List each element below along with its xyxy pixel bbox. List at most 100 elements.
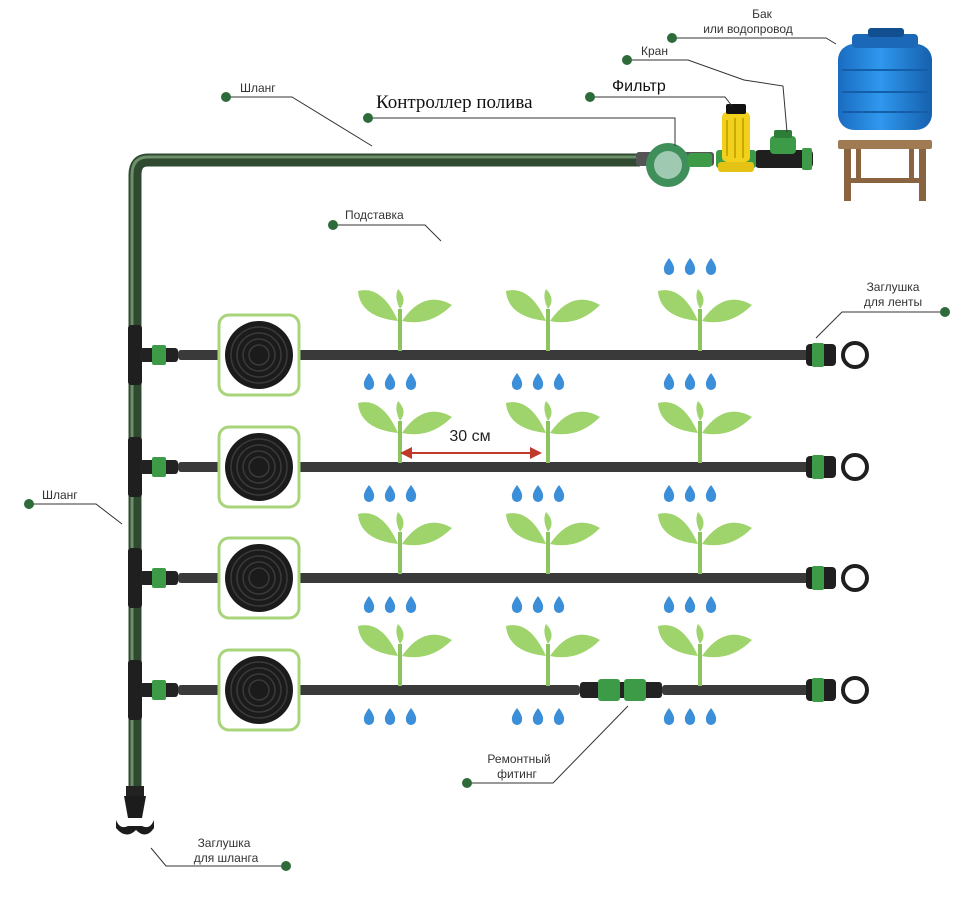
plant bbox=[506, 289, 600, 351]
plant bbox=[358, 401, 452, 463]
tape-end-plug bbox=[806, 676, 869, 704]
tank-label-line2: или водопровод bbox=[703, 22, 793, 36]
water-drop bbox=[532, 708, 544, 725]
tape-end-plug bbox=[806, 453, 869, 481]
tape-connector-nut bbox=[152, 345, 166, 365]
hose-plug-label-line1: Заглушка bbox=[198, 836, 251, 850]
water-drop bbox=[405, 485, 417, 502]
water-drop bbox=[532, 596, 544, 613]
water-drop bbox=[663, 258, 675, 275]
tape-coil bbox=[217, 536, 301, 620]
tee-connector bbox=[128, 548, 142, 608]
water-drop bbox=[363, 485, 375, 502]
main-hose bbox=[128, 153, 640, 788]
plant bbox=[358, 289, 452, 351]
drip-tape bbox=[178, 573, 810, 583]
water-drop bbox=[532, 373, 544, 390]
plant bbox=[358, 512, 452, 574]
tape-plug-label-line1: Заглушка bbox=[867, 280, 920, 294]
water-drop bbox=[663, 708, 675, 725]
tape-connector-nut bbox=[152, 680, 166, 700]
water-drop bbox=[405, 708, 417, 725]
plant bbox=[658, 401, 752, 463]
water-drop bbox=[663, 596, 675, 613]
water-drop bbox=[553, 485, 565, 502]
hose-plug bbox=[116, 786, 154, 835]
water-drop bbox=[405, 373, 417, 390]
tape-connector-nut bbox=[152, 457, 166, 477]
water-drop bbox=[553, 373, 565, 390]
callouts bbox=[29, 37, 945, 867]
plant bbox=[506, 624, 600, 686]
water-drop bbox=[363, 708, 375, 725]
tape-end-plug bbox=[806, 564, 869, 592]
plant bbox=[658, 512, 752, 574]
water-drop bbox=[511, 485, 523, 502]
water-drop bbox=[705, 485, 717, 502]
water-drop bbox=[684, 258, 696, 275]
repair-fitting bbox=[580, 679, 662, 701]
water-drop bbox=[384, 708, 396, 725]
stand-label: Подставка bbox=[345, 208, 404, 222]
tape-connector-nut bbox=[152, 568, 166, 588]
water-drop bbox=[405, 596, 417, 613]
drip-tape bbox=[178, 462, 810, 472]
plant bbox=[506, 401, 600, 463]
tee-connector bbox=[128, 437, 142, 497]
water-drop bbox=[684, 485, 696, 502]
drip-line-row bbox=[128, 425, 869, 509]
irrigation-controller bbox=[636, 143, 714, 187]
drip-tape bbox=[662, 685, 810, 695]
drip-lines bbox=[128, 313, 869, 732]
water-drops-top bbox=[663, 258, 717, 275]
water-tank bbox=[838, 28, 932, 130]
water-drop bbox=[363, 373, 375, 390]
valve bbox=[755, 130, 813, 170]
water-drop bbox=[553, 596, 565, 613]
tape-coil bbox=[217, 425, 301, 509]
spacing-label: 30 см bbox=[449, 428, 490, 445]
tee-connector bbox=[128, 325, 142, 385]
plants bbox=[358, 289, 752, 686]
water-drop bbox=[511, 596, 523, 613]
water-drop bbox=[684, 596, 696, 613]
callout-dots bbox=[24, 33, 950, 871]
water-drop bbox=[684, 373, 696, 390]
water-drop bbox=[684, 708, 696, 725]
repair-fitting-label-line2: фитинг bbox=[497, 767, 537, 781]
water-drop bbox=[553, 708, 565, 725]
water-drop bbox=[384, 485, 396, 502]
water-drop bbox=[511, 708, 523, 725]
tank-label-line1: Бак bbox=[752, 7, 773, 21]
valve-label: Кран bbox=[641, 44, 668, 58]
tee-connector bbox=[128, 660, 142, 720]
plant bbox=[506, 512, 600, 574]
hose-top-label: Шланг bbox=[240, 81, 276, 95]
filter-label: Фильтр bbox=[612, 78, 666, 95]
filter bbox=[716, 104, 756, 172]
water-drop bbox=[705, 373, 717, 390]
tape-end-plug bbox=[806, 341, 869, 369]
plant bbox=[658, 289, 752, 351]
water-drop bbox=[705, 596, 717, 613]
water-drop bbox=[363, 596, 375, 613]
water-drop bbox=[384, 373, 396, 390]
hose-plug-label-line2: для шланга bbox=[194, 851, 259, 865]
plant bbox=[358, 624, 452, 686]
spacing-arrow: 30 см bbox=[400, 428, 542, 459]
plant bbox=[658, 624, 752, 686]
water-drop bbox=[705, 708, 717, 725]
tape-coil bbox=[217, 648, 301, 732]
water-drop bbox=[511, 373, 523, 390]
water-drop bbox=[532, 485, 544, 502]
drip-line-row bbox=[128, 313, 869, 397]
water-drop bbox=[705, 258, 717, 275]
drip-tape bbox=[178, 350, 810, 360]
water-drops bbox=[363, 373, 717, 725]
drip-line-row bbox=[128, 648, 869, 732]
drip-line-row bbox=[128, 536, 869, 620]
controller-label: Контроллер полива bbox=[376, 92, 533, 113]
repair-fitting-label-line1: Ремонтный bbox=[487, 752, 550, 766]
water-drop bbox=[384, 596, 396, 613]
